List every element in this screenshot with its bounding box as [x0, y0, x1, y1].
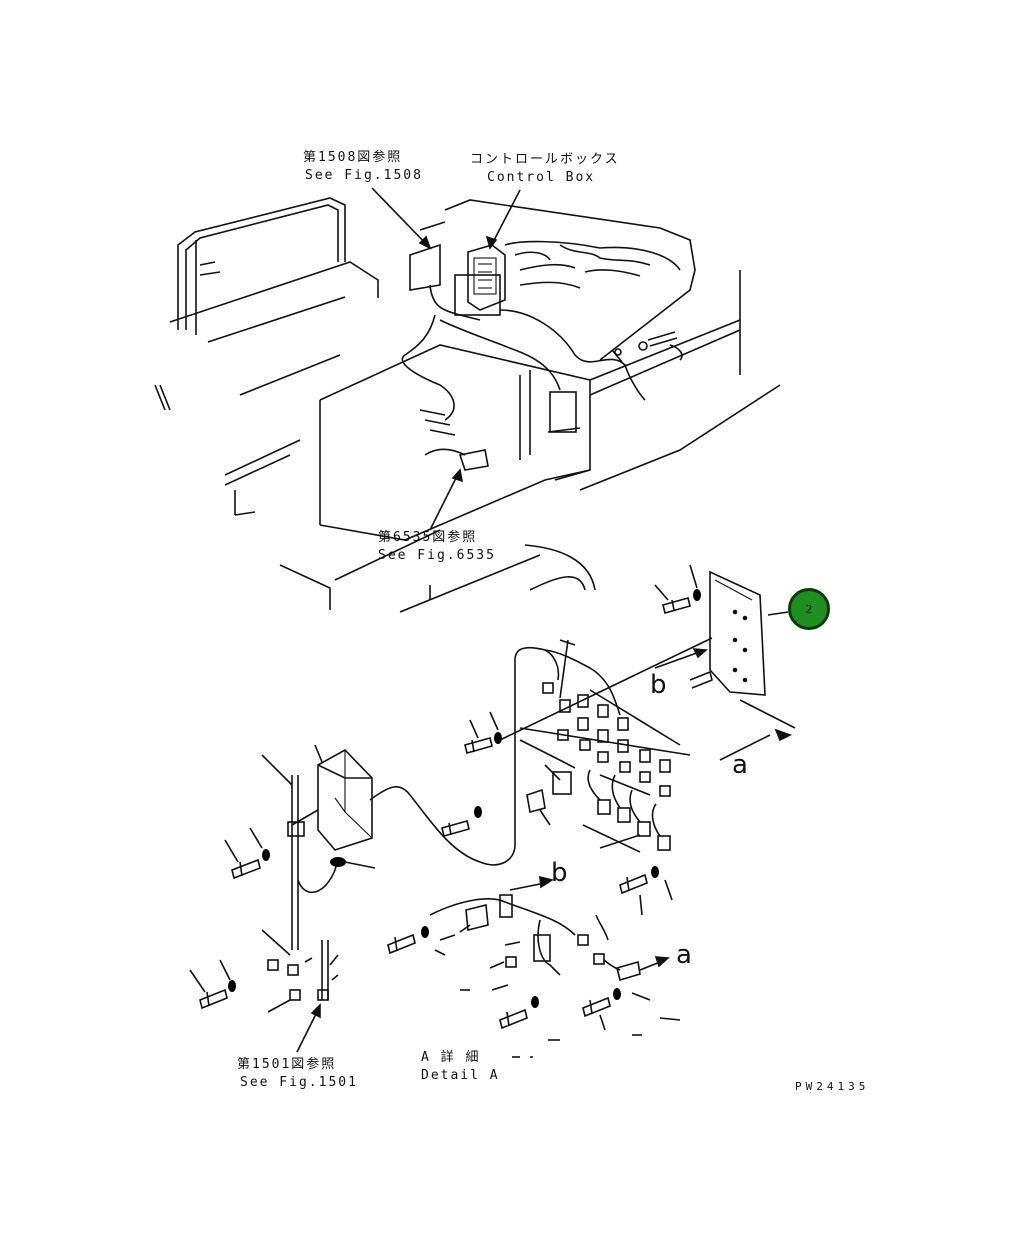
detail-a-jp: A 詳 細: [421, 1050, 481, 1065]
view-a-lower-letter: a: [676, 940, 692, 970]
view-a-upper-letter: a: [732, 750, 748, 780]
ref-6535-en: See Fig.6535: [378, 548, 496, 563]
detail-a-en: Detail A: [421, 1068, 500, 1083]
ref-1501-jp: 第1501図参照: [237, 1057, 337, 1072]
ref-1508-en: See Fig.1508: [305, 168, 423, 183]
ref-6535-jp: 第6535図参照: [378, 530, 478, 545]
badge-number: 2: [805, 602, 813, 616]
ref-1508-jp: 第1508図参照: [303, 150, 403, 165]
detail-a-view: [189, 564, 796, 1058]
part-number-badge[interactable]: 2: [788, 588, 830, 630]
ref-1501-en: See Fig.1501: [240, 1075, 358, 1090]
drawing-code: PW24135: [795, 1080, 870, 1093]
view-b-upper-letter: b: [650, 670, 667, 700]
view-b-lower-letter: b: [551, 858, 568, 888]
control-box-jp: コントロールボックス: [470, 152, 620, 167]
machine-overview: [154, 187, 781, 613]
control-box-en: Control Box: [487, 170, 596, 185]
